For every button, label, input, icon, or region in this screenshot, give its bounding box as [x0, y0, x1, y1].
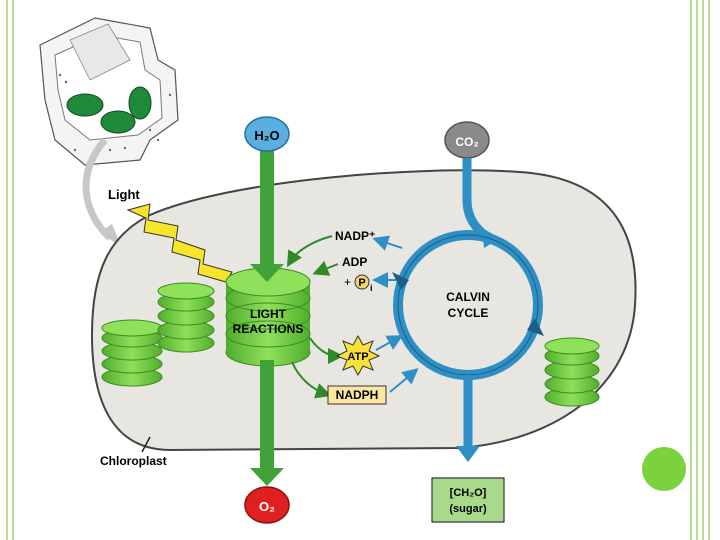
- carbon-dioxide-label: CO₂: [455, 135, 478, 149]
- water-molecule: [244, 116, 290, 152]
- thylakoid-stack-left-upper: [157, 282, 215, 353]
- atp-star: [335, 334, 381, 377]
- curved-arrow-icon: [82, 137, 113, 241]
- sugar-label-line1: [CH₂O]: [450, 487, 487, 499]
- left-frame-border: [6, 0, 14, 540]
- light-label: Light: [108, 187, 140, 202]
- chloroplast-label: Chloroplast: [100, 454, 167, 468]
- phosphate-icon: [354, 274, 370, 290]
- sugar-label-line2: (sugar): [449, 503, 487, 515]
- oxygen-output-arrow: [260, 360, 274, 472]
- light-reactions-stack: [225, 267, 311, 367]
- water-input-arrow: [260, 148, 274, 266]
- light-reactions-label-line1: LIGHT: [250, 307, 287, 321]
- calvin-cycle-label-line1: CALVIN: [446, 290, 490, 304]
- thylakoid-stack-left-lower: [101, 319, 163, 387]
- thylakoid-stack-right: [544, 337, 600, 407]
- light-reactions-label-line2: REACTIONS: [233, 322, 304, 336]
- sugar-box: [431, 477, 505, 523]
- plus-label: +: [344, 275, 351, 289]
- right-frame-border: [690, 0, 716, 540]
- nadp-plus-label: NADP⁺: [335, 229, 375, 243]
- phosphate-subscript: i: [370, 283, 373, 293]
- calvin-cycle-label-line2: CYCLE: [448, 306, 489, 320]
- water-label: H₂O: [254, 128, 279, 143]
- phosphate-label: P: [358, 277, 365, 289]
- nadph-label: NADPH: [336, 388, 379, 402]
- atp-label: ATP: [347, 351, 368, 363]
- oxygen-label: O₂: [259, 499, 275, 514]
- adp-label: ADP: [342, 255, 367, 269]
- plant-cell-icon: [39, 17, 179, 166]
- oxygen-molecule: [244, 486, 290, 524]
- nadph-box: [327, 385, 387, 405]
- accent-dot: [642, 447, 686, 491]
